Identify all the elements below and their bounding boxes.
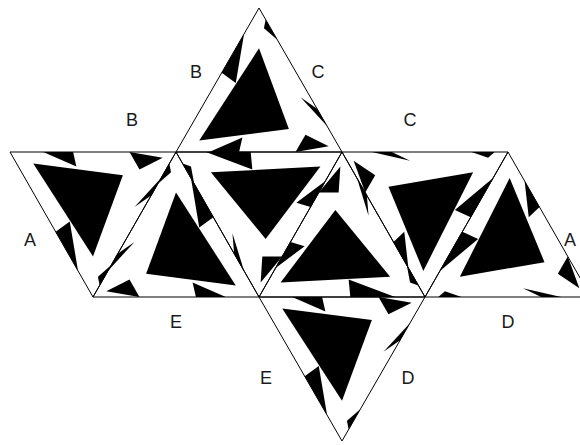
face-outline (176, 8, 342, 152)
black-shape (193, 283, 226, 298)
black-shape (525, 181, 540, 217)
net-outline (10, 8, 580, 441)
black-shape (384, 323, 411, 352)
black-shape (354, 161, 376, 193)
edge-letter: B (190, 63, 202, 81)
black-shape (146, 193, 236, 286)
black-shape (191, 178, 213, 227)
face-outline (259, 152, 425, 297)
black-shape (319, 167, 341, 193)
black-shape (56, 222, 78, 271)
black-shape (393, 232, 408, 268)
black-shape (106, 280, 139, 297)
black-shape (43, 152, 76, 167)
black-shape (438, 291, 461, 297)
face-outline (425, 152, 580, 297)
edge-letter: B (126, 111, 138, 129)
face-outline (10, 152, 176, 297)
black-shape (471, 152, 494, 158)
edge-letter: D (402, 369, 415, 387)
black-shape (108, 242, 135, 271)
edge-letter: C (312, 63, 325, 81)
face-outline (93, 152, 259, 297)
pattern (33, 20, 579, 430)
black-shape (305, 366, 327, 415)
face-outline (259, 297, 425, 441)
black-shape (222, 34, 244, 83)
black-shape (206, 152, 252, 169)
face-outline (342, 152, 508, 297)
black-shape (282, 309, 372, 401)
black-shape (292, 297, 325, 311)
edge-letter: A (24, 231, 36, 249)
black-shape (379, 297, 412, 314)
edge-letter: D (502, 313, 515, 331)
black-shape (276, 242, 305, 268)
face-outline (176, 152, 342, 297)
black-shape (232, 233, 244, 271)
edge-letter: C (404, 111, 417, 129)
black-shape (130, 152, 163, 169)
black-shape (209, 138, 242, 152)
black-shape (523, 288, 561, 297)
black-shape (296, 181, 325, 207)
black-shape (135, 178, 162, 207)
black-shape (33, 164, 123, 257)
black-shape (199, 48, 289, 140)
edge-letter: E (260, 369, 272, 387)
black-shape (301, 97, 328, 126)
black-shape (349, 280, 395, 297)
black-shape (372, 152, 410, 161)
edge-letter: A (564, 231, 576, 249)
edge-letter: E (170, 313, 182, 331)
black-shape (296, 135, 329, 152)
black-shape (261, 256, 283, 282)
black-shape (558, 256, 580, 288)
